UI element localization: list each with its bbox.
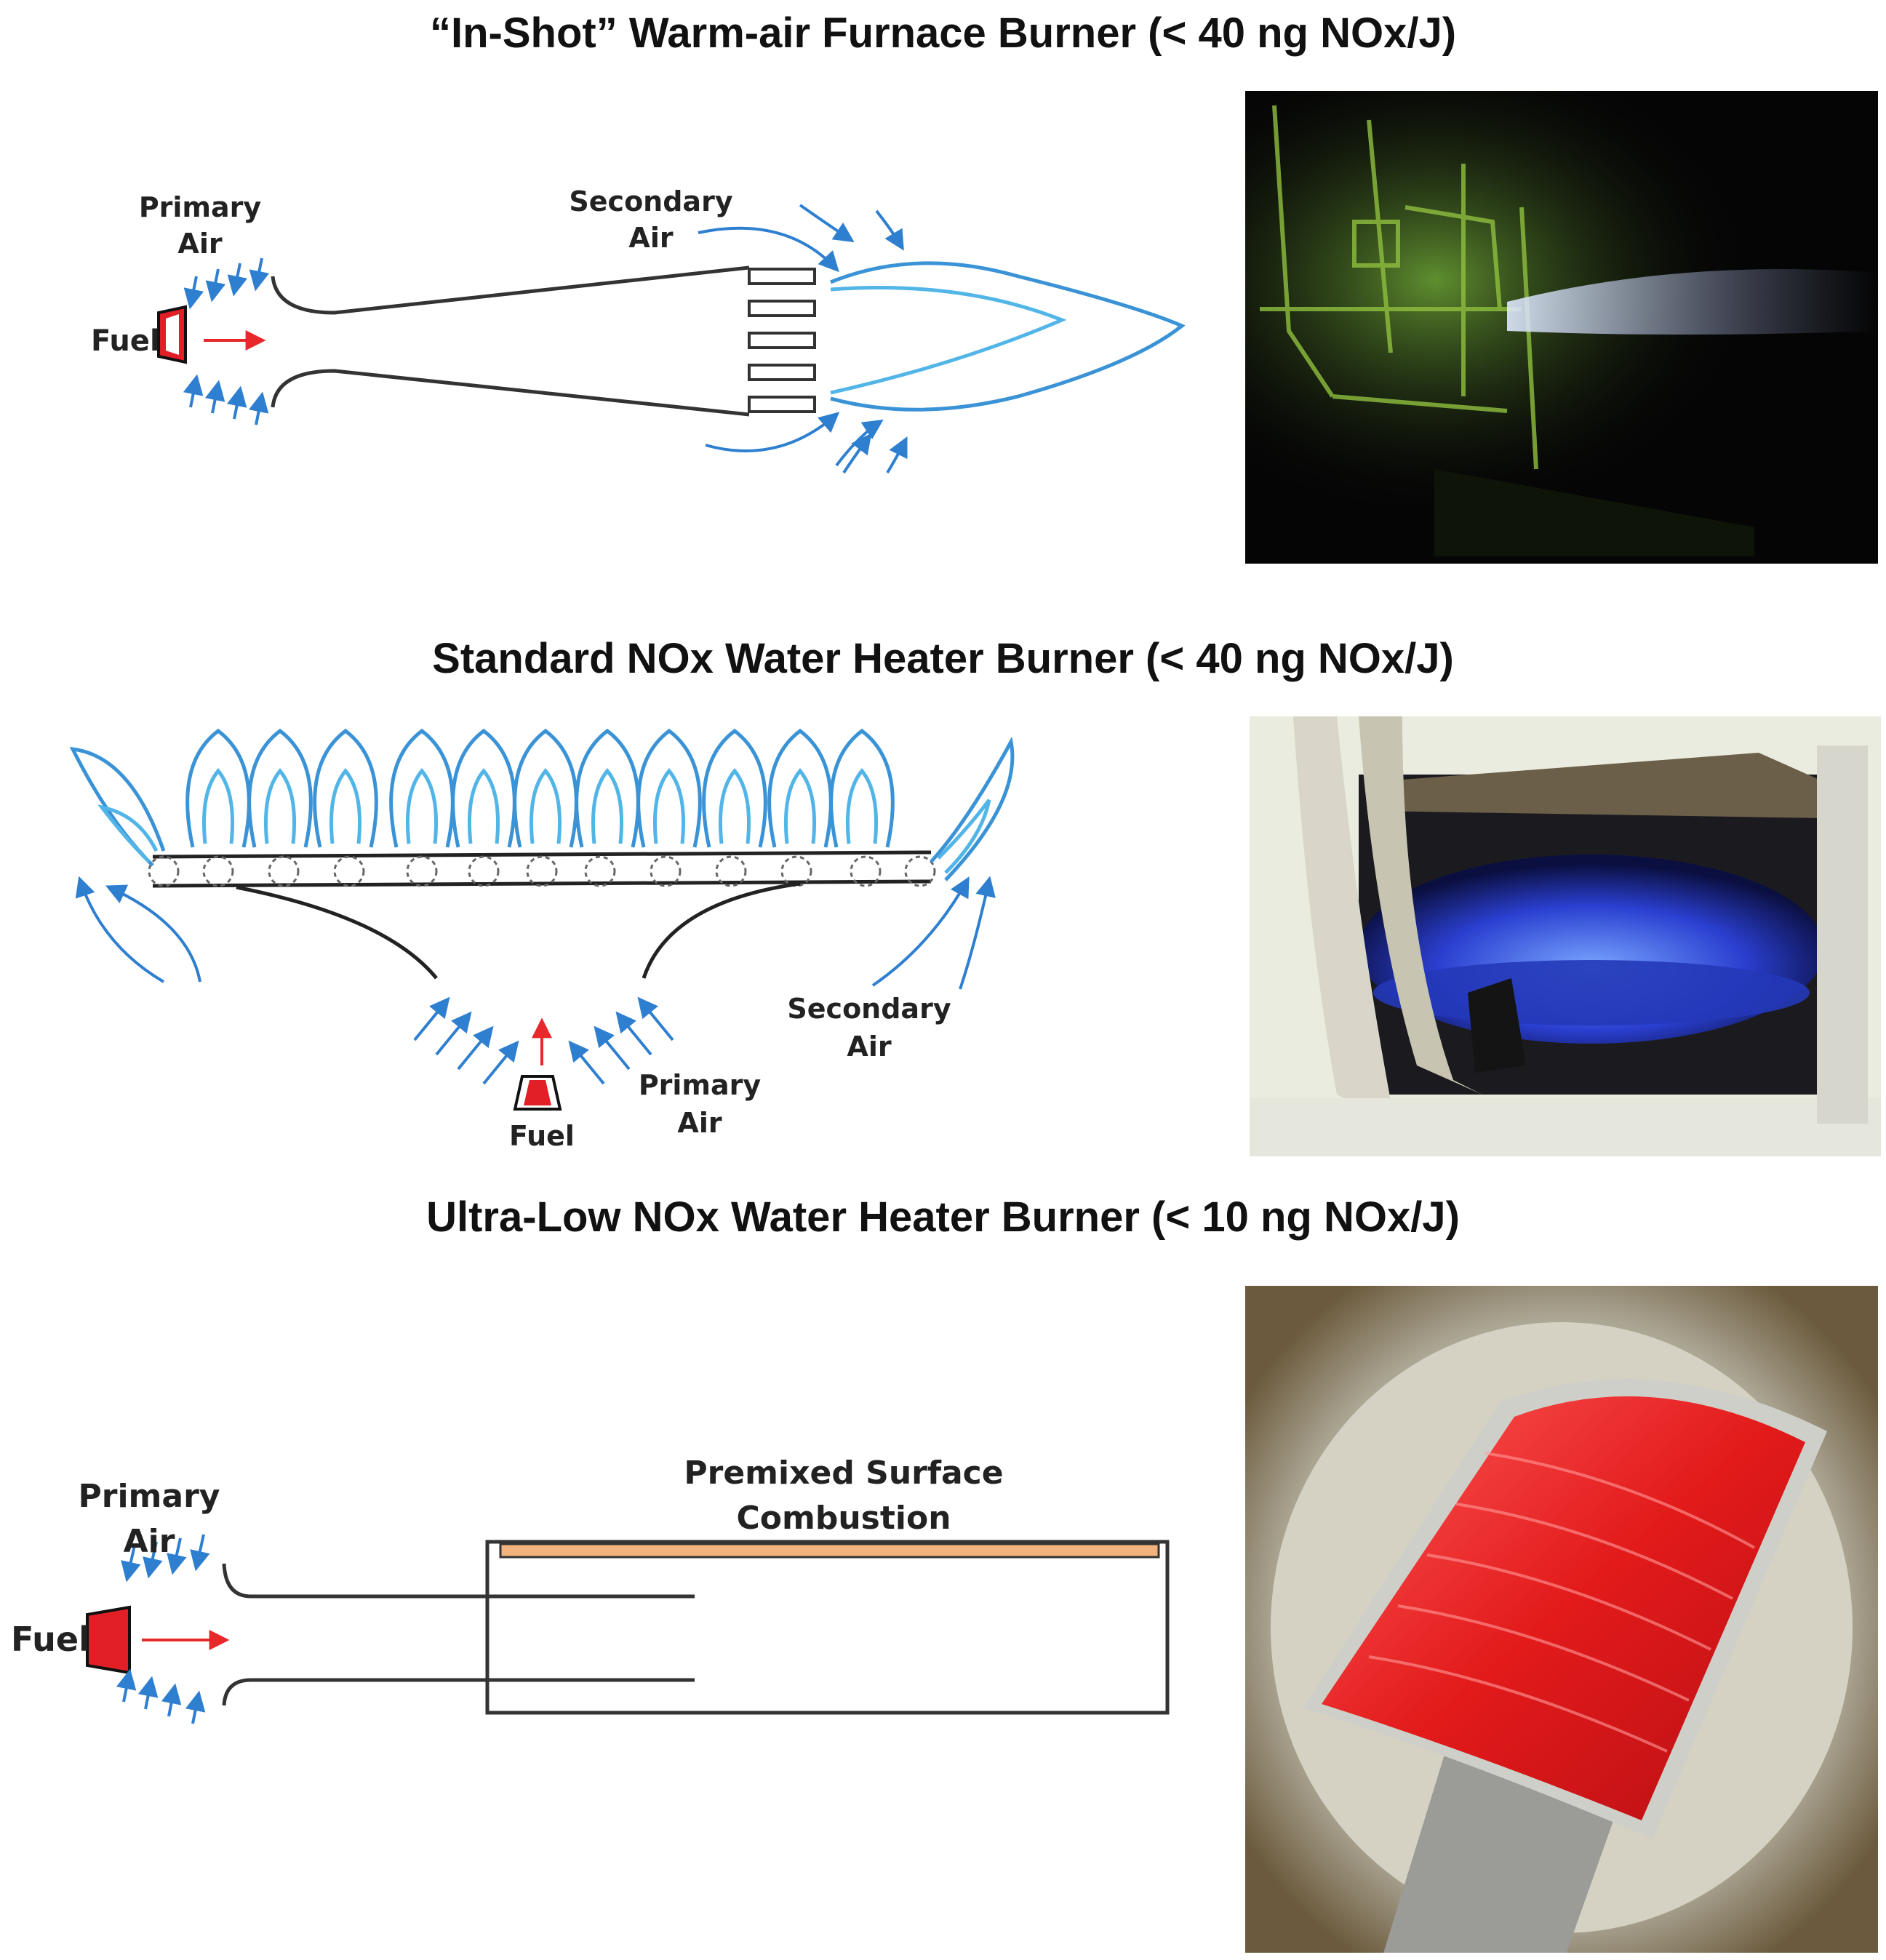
burner-holes (148, 855, 936, 887)
secondary-air-arrows (75, 876, 996, 990)
section-title-inshot: “In-Shot” Warm-air Furnace Burner (< 40 … (429, 9, 1457, 57)
fuel-label: Fuel (91, 324, 160, 358)
primary-air-arrows (116, 1534, 210, 1724)
primary-air-arrows (183, 257, 270, 425)
flame (830, 261, 1186, 412)
secondary-air-arrows (698, 204, 908, 474)
burner-tube (271, 265, 750, 417)
flames (69, 728, 1015, 881)
inshot-flame-photo (1245, 91, 1878, 564)
standard-burner-photo (1250, 716, 1881, 1156)
section-title-standard: Standard NOx Water Heater Burner (< 40 n… (432, 635, 1454, 682)
fuel-label: Fuel (11, 1620, 90, 1659)
ultralow-burner-photo (1245, 1286, 1878, 1953)
combustion-chamber (485, 1540, 1170, 1715)
primary-air-arrows (413, 996, 674, 1085)
inlet-tube (222, 1563, 695, 1706)
section-title-ultralow: Ultra-Low NOx Water Heater Burner (< 10 … (426, 1193, 1460, 1241)
fuel-label: Fuel (509, 1120, 575, 1152)
fuel-nozzle (86, 1605, 131, 1675)
premixed-surface (499, 1543, 1160, 1559)
fuel-nozzle (157, 305, 187, 364)
burner-venturi (236, 881, 801, 980)
fuel-nozzle (513, 1075, 562, 1111)
burner-ports (748, 268, 816, 413)
